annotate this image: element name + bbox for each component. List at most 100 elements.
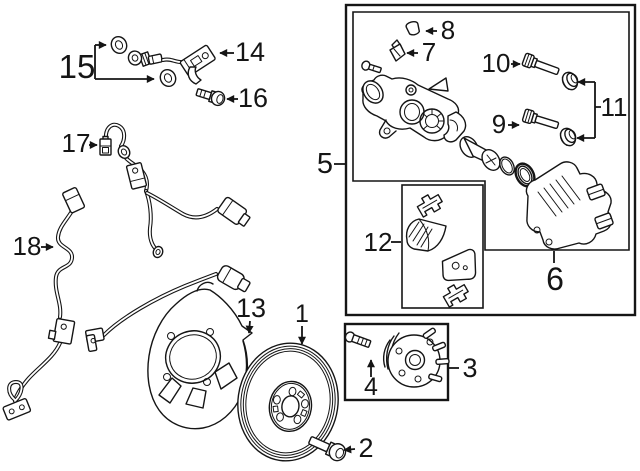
callout-15-label[interactable]: 15 [59, 48, 96, 85]
callout-15[interactable]: 15 [59, 41, 155, 85]
hose-fitting [147, 53, 163, 65]
caliper-details [378, 84, 467, 143]
part-hub-bearing[interactable] [382, 327, 450, 388]
hub-studs [422, 327, 450, 383]
callout-3[interactable]: 3 [448, 353, 478, 383]
sensor-connector [217, 196, 251, 227]
caliper-motor [362, 80, 384, 104]
hose-banjo-eye [127, 50, 143, 66]
sensor-ring-end [152, 245, 164, 259]
washer-lower [159, 68, 177, 88]
caliper-piston [459, 136, 501, 171]
callout-11[interactable]: 11 [576, 78, 628, 142]
part-washers[interactable] [109, 34, 179, 89]
part-wire-harness[interactable] [2, 187, 252, 421]
callout-1-label[interactable]: 1 [295, 300, 309, 328]
callout-9[interactable]: 9 [492, 109, 520, 139]
rotor-hat-inner [270, 382, 310, 430]
callout-11-bracket [594, 82, 601, 138]
pad-clip-lower [442, 283, 469, 308]
part-guide-pin-upper[interactable] [521, 52, 561, 78]
callout-17-label[interactable]: 17 [62, 128, 91, 158]
pin-boot-lower [559, 127, 577, 147]
part-bleeder-screw[interactable] [389, 39, 406, 62]
caliper-housing-box [352, 11, 630, 251]
callout-8-label[interactable]: 8 [441, 15, 455, 45]
bracket-hatch [537, 175, 581, 217]
callout-2[interactable]: 2 [343, 433, 374, 463]
pad-clip-upper [416, 193, 443, 218]
rotor-rim-1 [240, 345, 336, 459]
bracket-abutments [533, 183, 614, 246]
callout-9-label[interactable]: 9 [492, 109, 506, 139]
washer-upper [110, 35, 128, 55]
callout-5-label[interactable]: 5 [317, 148, 333, 180]
callout-16-label[interactable]: 16 [238, 83, 268, 113]
callout-13-line [245, 320, 254, 334]
part-brake-rotor[interactable] [230, 337, 345, 468]
rotor-lug-holes [272, 386, 309, 425]
shield-outline [147, 288, 253, 430]
sensor-grommet [117, 145, 131, 159]
callout-11-label[interactable]: 11 [601, 92, 628, 122]
pad-outer [441, 248, 477, 282]
pin-boot-upper [561, 71, 579, 91]
harness-end-bracket [2, 398, 32, 421]
callout-5[interactable]: 5 [317, 148, 346, 180]
callout-13[interactable]: 13 [236, 293, 266, 334]
callout-7-label[interactable]: 7 [422, 37, 436, 67]
shield-bolt-holes [163, 328, 214, 386]
harness-bracket [47, 317, 76, 345]
part-guide-pin-lower[interactable] [521, 108, 560, 132]
hose-tab [187, 66, 202, 85]
rotor-rim-2 [242, 348, 334, 456]
callout-2-label[interactable]: 2 [358, 433, 373, 463]
callout-6-label[interactable]: 6 [546, 261, 564, 297]
pad-inner [405, 218, 447, 252]
part-bleeder-cap[interactable] [405, 20, 421, 36]
part-pad-kit[interactable] [405, 190, 480, 308]
hose-bracket [179, 44, 216, 77]
callout-17[interactable]: 17 [62, 128, 98, 158]
callout-18[interactable]: 18 [13, 231, 54, 261]
harness-connector [62, 187, 86, 214]
hub-bore-inner [409, 354, 421, 366]
callout-3-label[interactable]: 3 [462, 353, 477, 383]
rotor-rim-3 [245, 350, 331, 454]
callout-18-label[interactable]: 18 [13, 231, 42, 261]
shield-spokes [158, 362, 238, 409]
callout-13-label[interactable]: 13 [236, 293, 266, 323]
part-caliper-housing[interactable] [359, 60, 538, 189]
part-splash-shield[interactable] [147, 281, 253, 430]
callout-10[interactable]: 10 [482, 48, 521, 78]
callout-14-label[interactable]: 14 [235, 37, 265, 67]
callout-4[interactable]: 4 [364, 359, 378, 401]
part-brake-hose[interactable] [126, 44, 216, 85]
callout-1[interactable]: 1 [295, 300, 309, 345]
part-pin-boots[interactable] [558, 69, 582, 148]
hose-hex-nut [138, 51, 153, 67]
callout-6[interactable]: 6 [546, 251, 564, 297]
callout-7[interactable]: 7 [406, 37, 436, 67]
part-lug-bolt[interactable] [307, 432, 349, 463]
callout-16[interactable]: 16 [226, 83, 268, 113]
caliper-piston-seal [499, 156, 515, 176]
callout-12-label[interactable]: 12 [364, 227, 393, 257]
callout-14[interactable]: 14 [219, 37, 265, 67]
rotor-hat [268, 380, 313, 433]
sensor-head [99, 135, 112, 156]
harness-lower-run [84, 265, 251, 353]
rotor-outer [237, 342, 339, 462]
part-abs-sensor[interactable] [99, 122, 252, 259]
callout-10-label[interactable]: 10 [482, 48, 511, 78]
callouts: 1 2 3 4 5 6 7 8 [13, 15, 628, 463]
callout-12[interactable]: 12 [364, 227, 401, 257]
callout-4-label[interactable]: 4 [364, 373, 378, 401]
callout-8[interactable]: 8 [425, 15, 455, 45]
part-banjo-bolt[interactable] [195, 85, 226, 107]
shield-tab [196, 281, 214, 292]
part-caliper-bracket[interactable] [525, 161, 614, 250]
part-wheel-stud[interactable] [344, 331, 372, 349]
